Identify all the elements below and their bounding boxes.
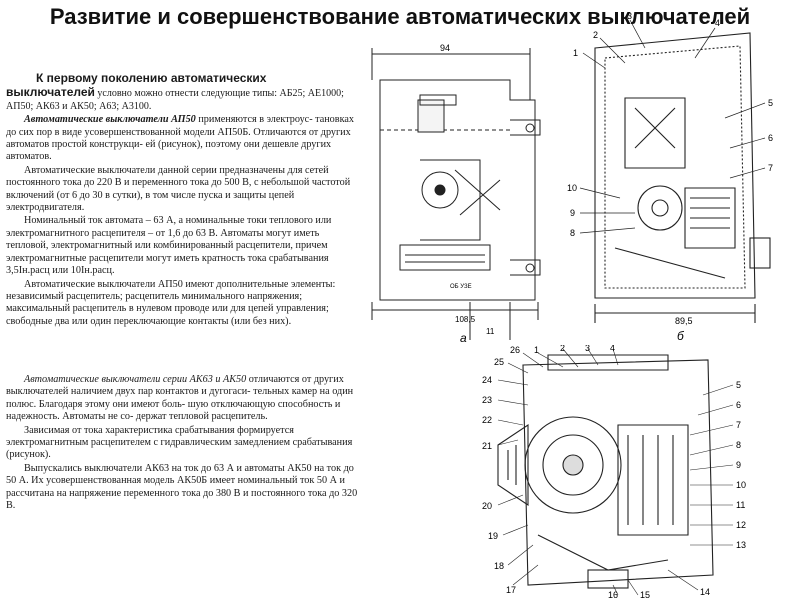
dimension-label: 89,5 xyxy=(675,316,693,326)
paragraph: Автоматические выключатели серии АК63 и … xyxy=(6,374,358,424)
callout-number: 7 xyxy=(736,420,741,430)
dimension-label: 94 xyxy=(440,43,450,53)
ak63-cutaway-drawing: 1 2 3 4 5 6 7 8 9 10 11 12 13 14 15 16 1… xyxy=(482,345,746,600)
callout-number: 2 xyxy=(560,345,565,353)
callout-number: 25 xyxy=(494,357,504,367)
figure-caption: а xyxy=(460,331,467,345)
callout-number: 17 xyxy=(506,585,516,595)
callout-number: 21 xyxy=(482,441,492,451)
paragraph: Автоматические выключатели АП50 имеют до… xyxy=(6,278,336,327)
callout-number: 19 xyxy=(488,531,498,541)
callout-number: 22 xyxy=(482,415,492,425)
breaker-cutaway-drawing: 1 2 3 4 5 6 7 8 9 10 89,5 б xyxy=(567,11,773,343)
callout-number: 6 xyxy=(768,133,773,143)
callout-number: 13 xyxy=(736,540,746,550)
callout-number: 20 xyxy=(482,501,492,511)
callout-number: 23 xyxy=(482,395,492,405)
callout-number: 4 xyxy=(715,18,720,28)
dimension-label: 11 xyxy=(486,327,495,336)
callout-number: 14 xyxy=(700,587,710,597)
callout-number: 10 xyxy=(736,480,746,490)
callout-number: 1 xyxy=(573,48,578,58)
callout-number: 5 xyxy=(768,98,773,108)
paragraph-text: применяются в электроус- тановках до сих… xyxy=(6,114,355,163)
callout-number: 4 xyxy=(610,345,615,353)
callout-number: 9 xyxy=(570,208,575,218)
page-title: Развитие и совершенствование автоматичес… xyxy=(49,4,751,29)
callout-number: 6 xyxy=(736,400,741,410)
callout-number: 9 xyxy=(736,460,741,470)
intro-paragraph: К первому поколению автоматических выклю… xyxy=(6,71,358,113)
callout-number: 7 xyxy=(768,163,773,173)
text-block-ak63: Автоматические выключатели серии АК63 и … xyxy=(6,374,358,513)
callout-number: 26 xyxy=(510,345,520,355)
dimension-label: 108,5 xyxy=(455,315,476,324)
callout-number: 2 xyxy=(593,30,598,40)
callout-number: 15 xyxy=(640,590,650,600)
callout-number: 16 xyxy=(608,590,618,600)
callout-number: 24 xyxy=(482,375,492,385)
section-heading: К первому поколению автоматических выклю… xyxy=(6,71,267,100)
paragraph: Номинальный ток автомата – 63 А, а номин… xyxy=(6,215,332,277)
figure-caption: б xyxy=(677,329,685,343)
paragraph: Автоматические выключатели данной серии … xyxy=(6,164,351,214)
callout-number: 3 xyxy=(585,345,590,353)
paragraph: Автоматические выключатели АП50 применяю… xyxy=(6,114,358,164)
callout-number: 12 xyxy=(736,520,746,530)
callout-number: 5 xyxy=(736,380,741,390)
text-block-ap50: К первому поколению автоматических выклю… xyxy=(6,71,358,329)
paragraph: Зависимая от тока характеристика срабаты… xyxy=(6,424,353,461)
callout-number: 18 xyxy=(494,561,504,571)
callout-number: 8 xyxy=(736,440,741,450)
breaker-side-view-drawing: 94 ОБ УЗЕ 108,5 11 а xyxy=(371,43,541,345)
callout-number: 3 xyxy=(627,11,632,21)
emphasis-lead: Автоматические выключатели АП50 xyxy=(24,114,196,126)
callout-number: 8 xyxy=(570,228,575,238)
emphasis-lead: Автоматические выключатели серии АК63 и … xyxy=(24,374,247,385)
paragraph: Выпускались выключатели АК63 на ток до 6… xyxy=(6,462,358,512)
paragraph-text: отличаются от других выключателей наличи… xyxy=(6,374,354,423)
callout-number: 10 xyxy=(567,183,577,193)
part-marking: ОБ УЗЕ xyxy=(450,284,472,290)
intro-text: условно можно отнести следующие типы: АБ… xyxy=(6,88,344,112)
callout-number: 1 xyxy=(534,345,539,355)
callout-number: 11 xyxy=(736,500,745,510)
